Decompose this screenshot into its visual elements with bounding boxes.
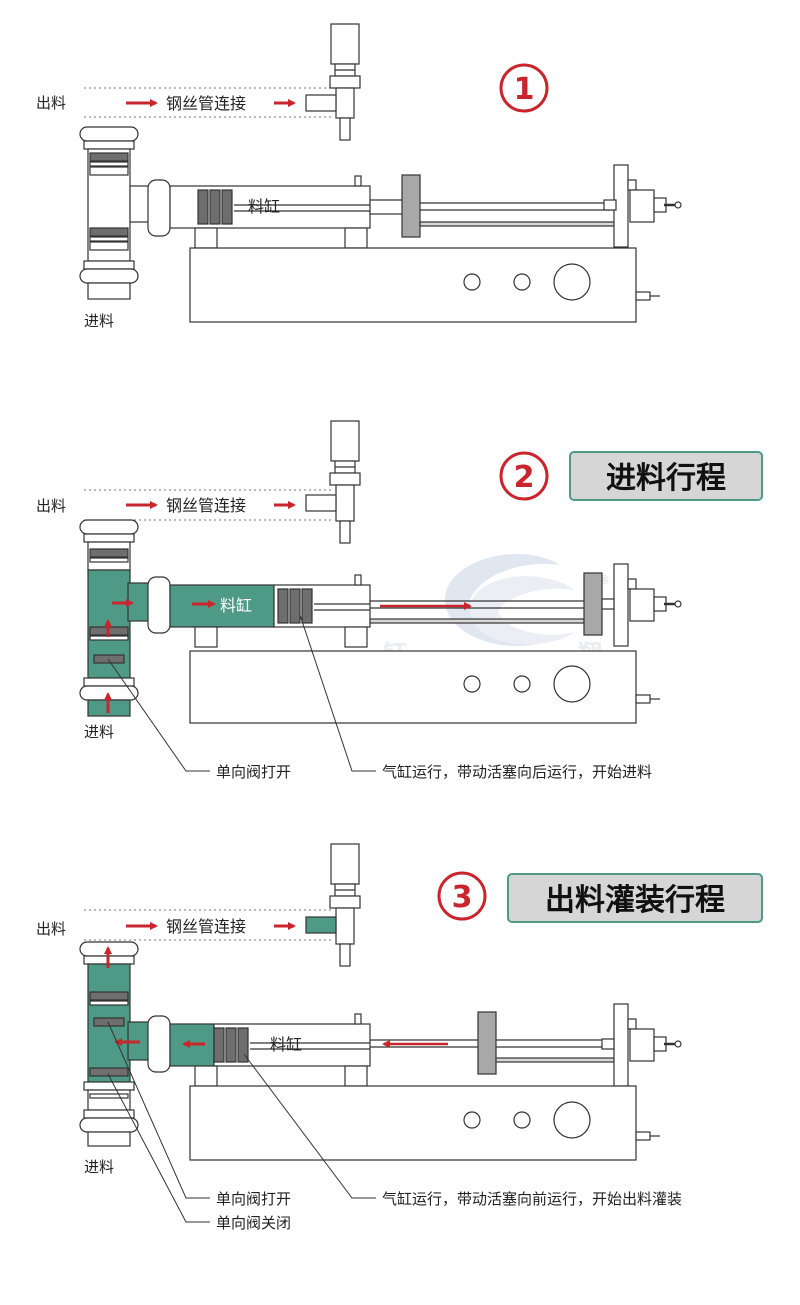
piston-rod [370, 1011, 615, 1075]
step-number-badge: 3 [437, 871, 487, 921]
indicator-light [463, 675, 481, 693]
indicator-light [463, 1111, 481, 1129]
machine-base [189, 1085, 660, 1161]
inlet-label: 进料 [84, 1158, 114, 1176]
callout-leader [107, 1073, 210, 1223]
control-knob [553, 665, 591, 703]
outlet-label: 出料 [36, 497, 66, 515]
inlet-label: 进料 [84, 312, 114, 330]
step-number-badge: 2 [499, 451, 549, 501]
step-3: 3 出料灌装行程 出料 钢丝管连接 [36, 843, 763, 1232]
step-title-box: 进料行程 [569, 451, 763, 501]
material-cylinder [147, 574, 371, 648]
filling-nozzle [305, 23, 361, 141]
step-number: 1 [514, 72, 535, 107]
hose-label: 钢丝管连接 [166, 94, 246, 113]
tee-pipe [79, 519, 157, 717]
callout-leader [299, 614, 376, 772]
hose-label: 钢丝管连接 [166, 496, 246, 515]
tee-pipe [79, 126, 157, 300]
callout-cylinder-action: 气缸运行，带动活塞向后运行，开始进料 [382, 763, 652, 781]
outlet-label: 出料 [36, 920, 66, 938]
callout-check-valve-open: 单向阀打开 [216, 1190, 291, 1208]
callout-leader [107, 1021, 210, 1199]
step-title: 出料灌装行程 [545, 883, 725, 918]
piston-rod [369, 572, 603, 636]
control-knob [553, 1101, 591, 1139]
piston-rod [369, 174, 615, 238]
indicator-light [463, 273, 481, 291]
step-title: 进料行程 [606, 461, 726, 496]
outlet-label: 出料 [36, 94, 66, 112]
callout-leader [107, 658, 210, 772]
machine-base [189, 650, 660, 724]
indicator-light [513, 1111, 531, 1129]
cylinder-label: 料缸 [248, 197, 280, 216]
machine-base [189, 247, 660, 323]
filling-nozzle [305, 420, 361, 544]
step-1: 1 出料 钢丝管连接 [36, 23, 682, 330]
material-cylinder [147, 175, 371, 249]
indicator-light [513, 675, 531, 693]
indicator-light [513, 273, 531, 291]
callout-check-valve-closed: 单向阀关闭 [216, 1214, 291, 1232]
cylinder-label: 料缸 [220, 596, 252, 615]
inlet-label: 进料 [84, 723, 114, 741]
step-title-box: 出料灌装行程 [507, 873, 763, 923]
callout-cylinder-action: 气缸运行，带动活塞向前运行，开始出料灌装 [382, 1190, 682, 1208]
air-cylinder-end [603, 164, 682, 248]
step-number: 2 [514, 460, 535, 495]
material-cylinder [147, 1013, 371, 1087]
air-cylinder-end [601, 563, 682, 647]
air-cylinder-end [601, 1003, 682, 1087]
filling-nozzle [305, 843, 361, 967]
step-2: 2 进料行程 出料 钢丝管连接 [36, 420, 763, 781]
step-number: 3 [452, 880, 473, 915]
cylinder-label: 料缸 [270, 1035, 302, 1054]
callout-check-valve-open: 单向阀打开 [216, 763, 291, 781]
hose-label: 钢丝管连接 [166, 917, 246, 936]
control-knob [553, 263, 591, 301]
callout-leader [243, 1053, 376, 1199]
step-number-badge: 1 [499, 63, 549, 113]
